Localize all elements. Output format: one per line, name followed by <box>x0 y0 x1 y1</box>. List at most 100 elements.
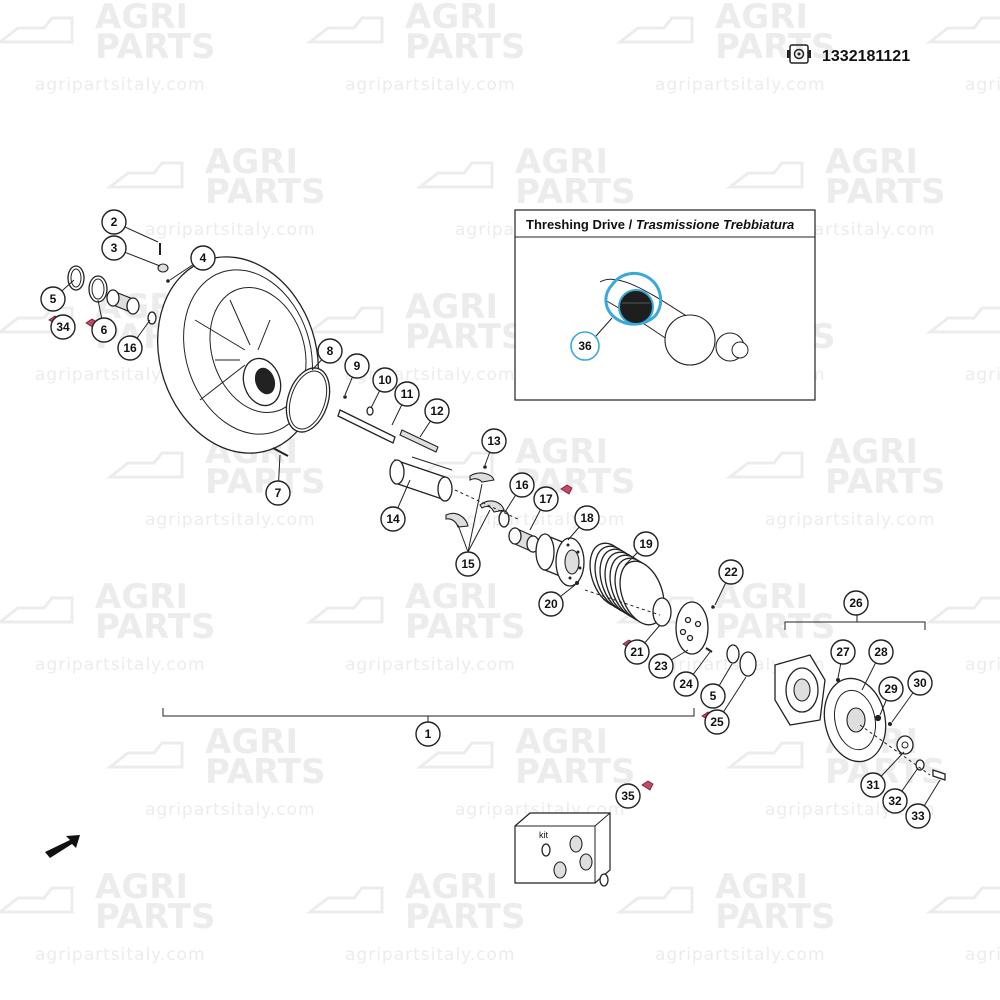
callout-circle[interactable] <box>101 235 127 261</box>
callout-20[interactable]: 20 <box>538 591 564 617</box>
clip-16 <box>147 311 157 325</box>
callout-30[interactable]: 30 <box>907 670 933 696</box>
callout-circle[interactable] <box>317 338 343 364</box>
callout-label: 35 <box>621 789 635 803</box>
callout-circle[interactable] <box>905 803 931 829</box>
callout-24[interactable]: 24 <box>673 671 699 697</box>
callout-35[interactable]: 35 <box>615 783 641 809</box>
callout-circle[interactable] <box>415 721 441 747</box>
direction-arrow-icon <box>45 835 80 858</box>
watermark-url: agripartsitaly.com <box>145 800 316 820</box>
callout-label: 27 <box>836 645 850 659</box>
callout-6[interactable]: 6 <box>91 317 117 343</box>
callout-circle[interactable] <box>117 335 143 361</box>
callout-26[interactable]: 26 <box>843 590 869 616</box>
callout-33[interactable]: 33 <box>905 803 931 829</box>
callout-circle[interactable] <box>372 367 398 393</box>
inset-title-regular: Threshing Drive / <box>526 217 636 232</box>
callout-9[interactable]: 9 <box>344 353 370 379</box>
callout-10[interactable]: 10 <box>372 367 398 393</box>
callout-circle[interactable] <box>624 639 650 665</box>
callout-circle[interactable] <box>394 381 420 407</box>
callout-circle[interactable] <box>380 506 406 532</box>
ball-9 <box>343 395 347 399</box>
callout-29[interactable]: 29 <box>878 676 904 702</box>
callout-7[interactable]: 7 <box>265 480 291 506</box>
callout-5[interactable]: 5 <box>700 683 726 709</box>
callout-34[interactable]: 34 <box>50 314 76 340</box>
callout-circle[interactable] <box>91 317 117 343</box>
callout-31[interactable]: 31 <box>860 772 886 798</box>
callout-circle[interactable] <box>718 559 744 585</box>
callout-27[interactable]: 27 <box>830 639 856 665</box>
callout-16[interactable]: 16 <box>117 335 143 361</box>
callout-circle[interactable] <box>882 788 908 814</box>
callout-14[interactable]: 14 <box>380 506 406 532</box>
callout-12[interactable]: 12 <box>424 398 450 424</box>
watermark-line1: AGRI <box>405 577 498 617</box>
callout-label: 6 <box>101 323 108 337</box>
callout-label: 1 <box>425 727 432 741</box>
callout-circle[interactable] <box>533 486 559 512</box>
callout-4[interactable]: 4 <box>190 245 216 271</box>
watermark-line1: AGRI <box>515 722 608 762</box>
callout-label: 29 <box>884 682 898 696</box>
callout-13[interactable]: 13 <box>481 428 507 454</box>
callout-circle[interactable] <box>265 480 291 506</box>
callout-circle[interactable] <box>574 505 600 531</box>
rod-12 <box>399 429 439 453</box>
callout-36-circle[interactable] <box>570 331 600 361</box>
callout-circle[interactable] <box>615 783 641 809</box>
callout-circle[interactable] <box>481 428 507 454</box>
callout-21[interactable]: 21 <box>624 639 650 665</box>
callout-28[interactable]: 28 <box>868 639 894 665</box>
callout-2[interactable]: 2 <box>101 209 127 235</box>
watermark-line2: PARTS <box>205 172 325 212</box>
callout-circle[interactable] <box>509 472 535 498</box>
watermark-line2: PARTS <box>405 897 525 937</box>
callout-circle[interactable] <box>868 639 894 665</box>
callout-32[interactable]: 32 <box>882 788 908 814</box>
callout-15[interactable]: 15 <box>455 551 481 577</box>
bracket-26 <box>784 621 926 630</box>
callout-19[interactable]: 19 <box>633 531 659 557</box>
callout-16[interactable]: 16 <box>509 472 535 498</box>
callout-circle[interactable] <box>907 670 933 696</box>
callout-circle[interactable] <box>700 683 726 709</box>
screw-24 <box>705 647 713 653</box>
callout-8[interactable]: 8 <box>317 338 343 364</box>
callout-3[interactable]: 3 <box>101 235 127 261</box>
callout-5[interactable]: 5 <box>40 286 66 312</box>
callout-circle[interactable] <box>860 772 886 798</box>
callout-circle[interactable] <box>101 209 127 235</box>
callout-circle[interactable] <box>648 653 674 679</box>
callout-circle[interactable] <box>704 709 730 735</box>
watermark-url: agripartsitaly.com <box>655 945 826 965</box>
callout-circle[interactable] <box>878 676 904 702</box>
callout-17[interactable]: 17 <box>533 486 559 512</box>
callout-circle[interactable] <box>673 671 699 697</box>
callout-11[interactable]: 11 <box>394 381 420 407</box>
callout-circle[interactable] <box>538 591 564 617</box>
callout-circle[interactable] <box>633 531 659 557</box>
watermark-line1: AGRI <box>405 867 498 907</box>
callout-circle[interactable] <box>40 286 66 312</box>
callout-18[interactable]: 18 <box>574 505 600 531</box>
callout-circle[interactable] <box>843 590 869 616</box>
callout-circle[interactable] <box>455 551 481 577</box>
callout-1[interactable]: 1 <box>415 721 441 747</box>
callout-circle[interactable] <box>424 398 450 424</box>
callout-circle[interactable] <box>830 639 856 665</box>
callout-circle[interactable] <box>190 245 216 271</box>
callout-25[interactable]: 25 <box>704 709 730 735</box>
callout-circle[interactable] <box>50 314 76 340</box>
callout-22[interactable]: 22 <box>718 559 744 585</box>
callout-circle[interactable] <box>344 353 370 379</box>
flag-icon <box>560 484 573 495</box>
callout-23[interactable]: 23 <box>648 653 674 679</box>
callout-label: 8 <box>327 344 334 358</box>
